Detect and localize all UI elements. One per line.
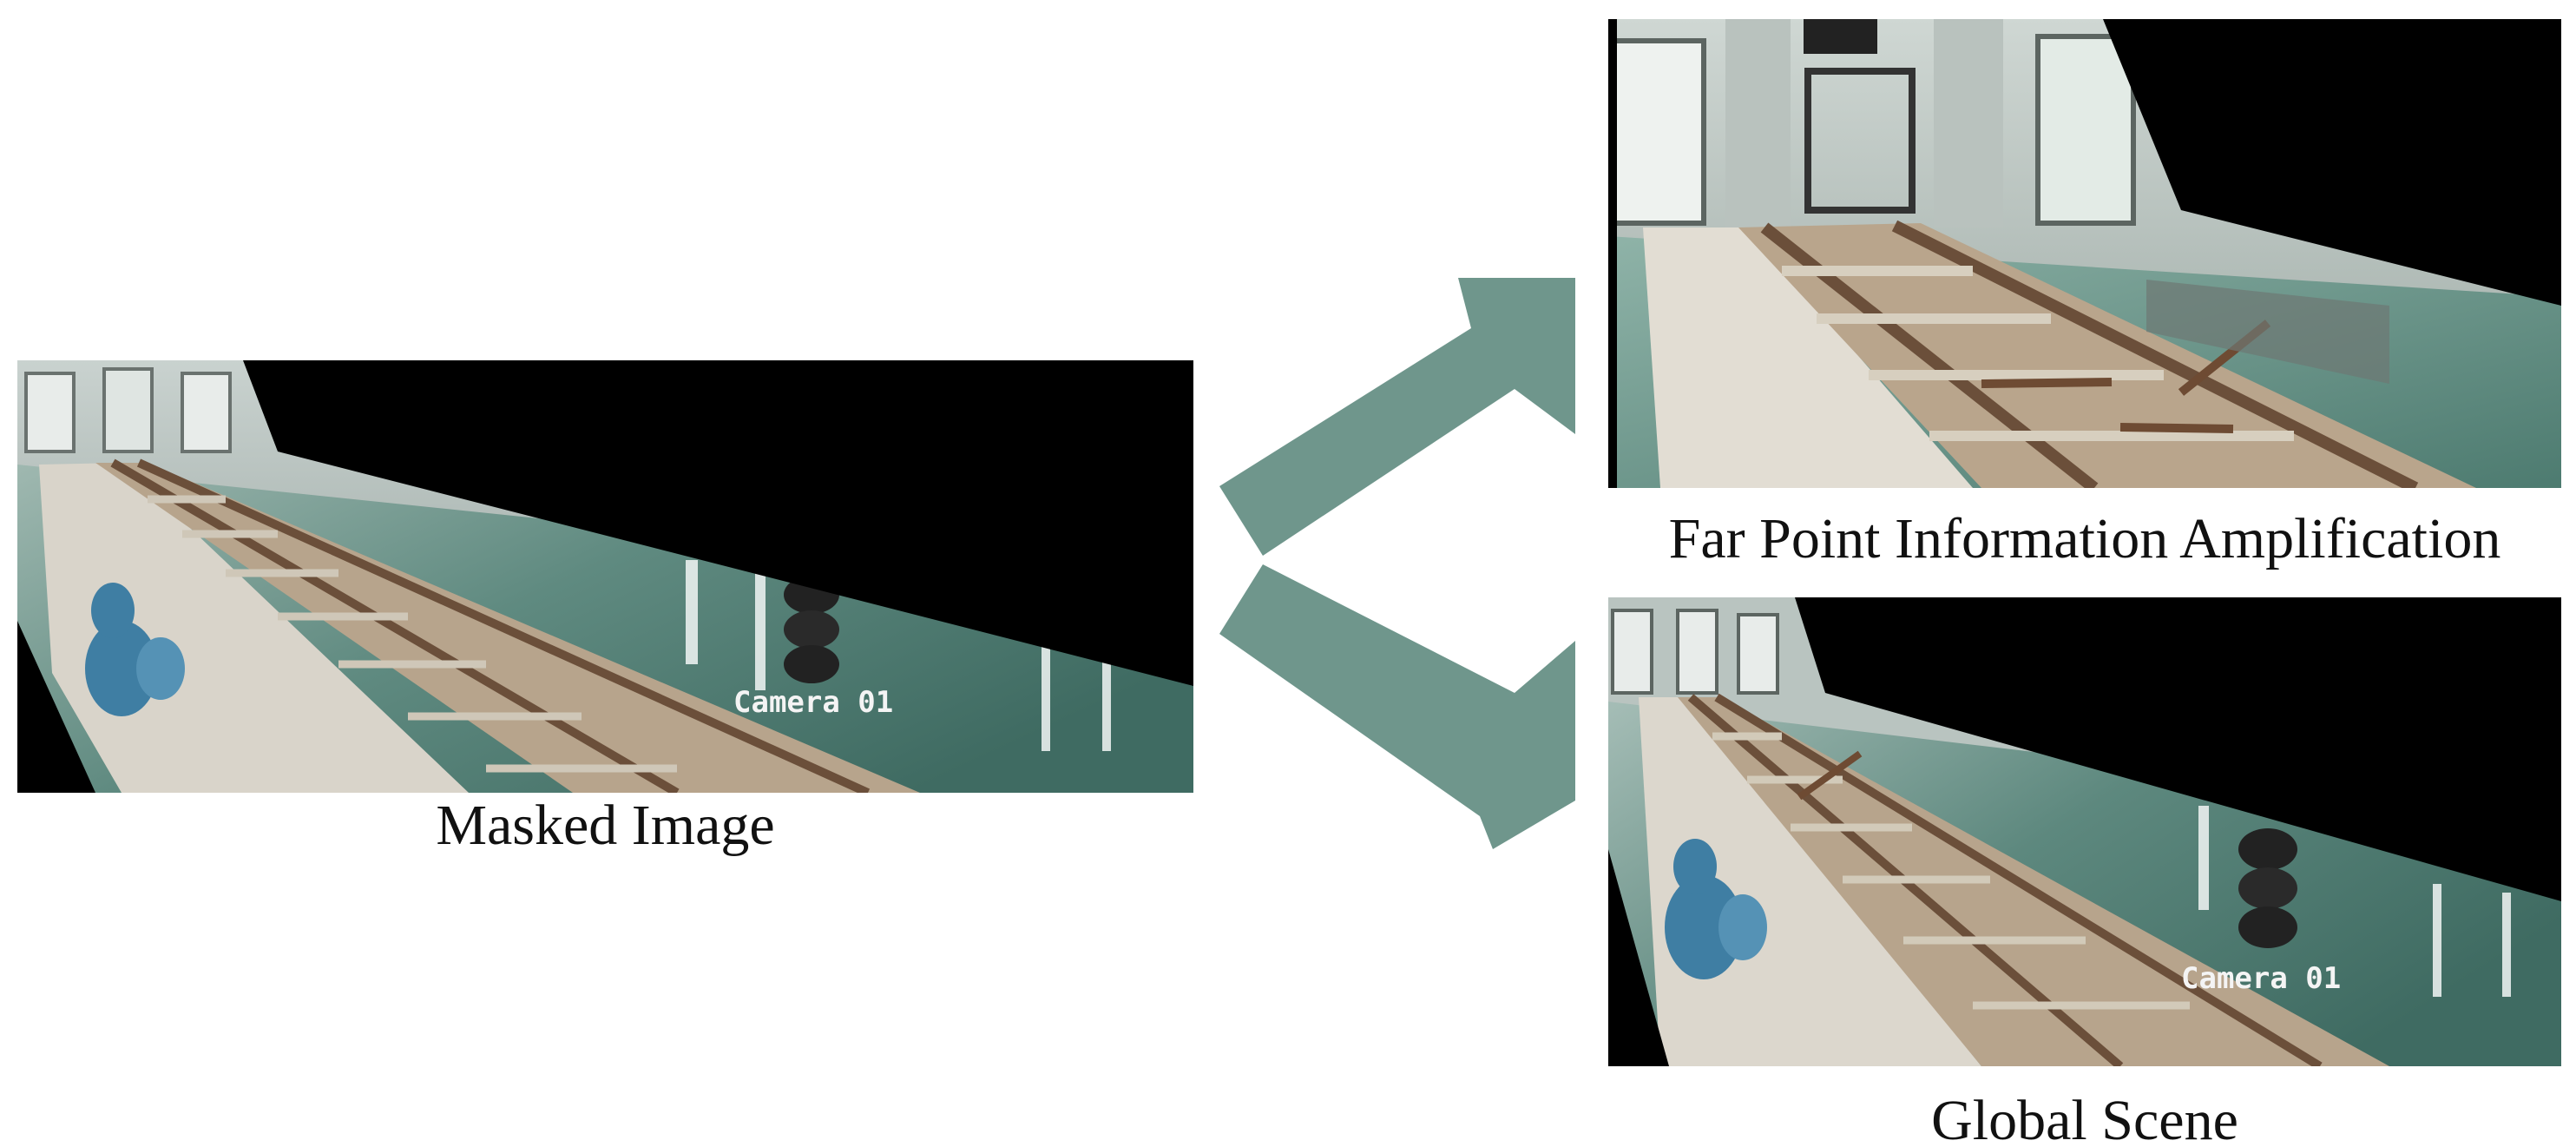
arrow-down-icon	[1219, 564, 1575, 849]
camera-overlay-label: Camera 01	[2181, 961, 2341, 996]
far-point-image	[1608, 19, 2561, 488]
far-point-caption: Far Point Information Amplification	[1668, 507, 2501, 570]
arrow-up-icon	[1219, 278, 1575, 556]
global-scene-image: Camera 01	[1608, 597, 2561, 1066]
branch-arrows	[1219, 278, 1575, 849]
camera-overlay-label: Camera 01	[733, 685, 893, 720]
global-scene-caption: Global Scene	[1931, 1089, 2238, 1147]
masked-image-caption: Masked Image	[436, 794, 775, 857]
masked-image: Camera 01	[17, 360, 1193, 793]
